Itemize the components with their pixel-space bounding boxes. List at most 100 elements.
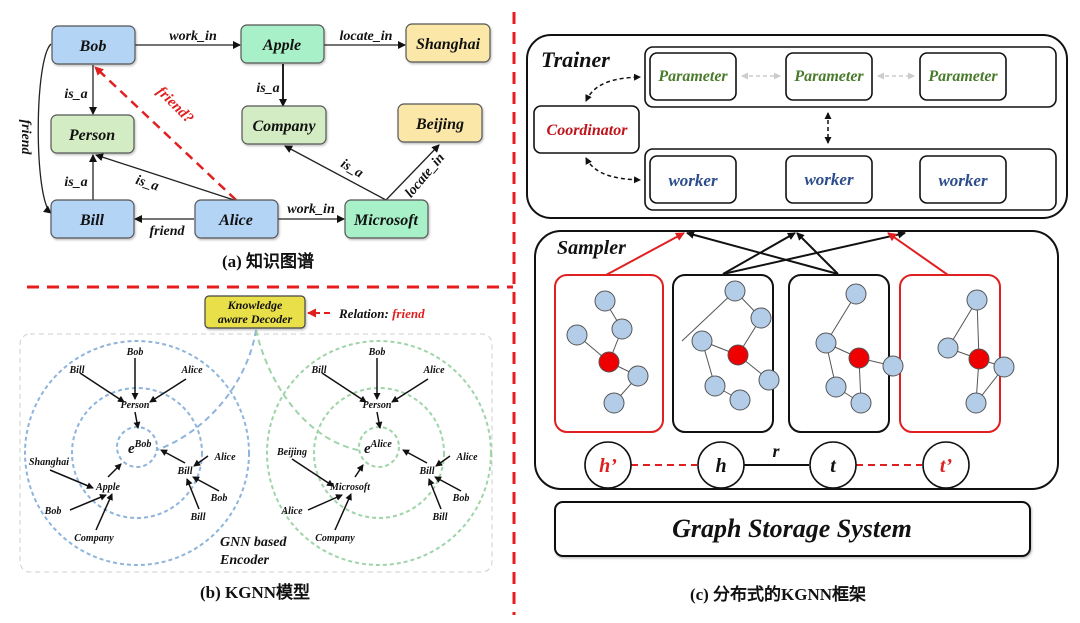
svg-text:Alice: Alice [422,365,445,376]
arrow-h-up-2 [722,230,906,275]
entity-t-neg: t’ [922,441,970,489]
right-middle-ring [313,387,445,519]
label-apple-shanghai: locate_in [340,29,393,44]
node-company: Company [241,105,327,145]
svg-text:Person: Person [363,400,392,411]
svg-text:Bill: Bill [189,512,205,523]
subgraph-h-graph [681,280,780,411]
label-alice-bob: friend? [153,84,196,127]
svg-text:Alice: Alice [218,212,253,229]
worker-group [644,148,1057,211]
node-alice: Alice [194,199,279,239]
panel-c-distributed-kgnn: Trainer Parameter Parameter Parameter wo… [526,34,1068,604]
svg-text:Alice: Alice [213,452,236,463]
label-bob-bill: friend [18,120,33,156]
entity-t: t [809,441,857,489]
left-center-embedding: eBob [128,439,151,457]
svg-text:Bill: Bill [310,365,326,376]
caption-b: (b) KGNN模型 [200,582,310,602]
svg-text:h: h [715,455,726,477]
label-bob-person: is_a [64,87,87,102]
label-microsoft-company: is_a [338,157,366,182]
svg-text:worker: worker [668,171,718,190]
svg-text:worker: worker [938,171,988,190]
svg-text:Bob: Bob [452,493,470,504]
svg-text:aware Decoder: aware Decoder [218,312,293,326]
caption-c: (c) 分布式的KGNN框架 [690,584,866,604]
parameter-server-2: Parameter [785,52,873,101]
label-bob-apple: work_in [169,29,217,44]
subgraph-t-graph [815,283,904,414]
right-outer-ring [266,340,492,566]
svg-text:Knowledge: Knowledge [227,298,283,312]
subgraph-t-neg-graph [937,289,1015,414]
svg-text:Shanghai: Shanghai [416,36,481,53]
svg-text:Company: Company [315,533,355,544]
svg-text:Parameter: Parameter [793,68,864,85]
svg-text:Coordinator: Coordinator [547,122,629,139]
svg-text:t: t [830,455,837,477]
node-microsoft: Microsoft [344,199,429,239]
svg-text:Parameter: Parameter [927,68,998,85]
edge-microsoft-company [284,145,387,201]
svg-text:Person: Person [121,400,150,411]
parameter-group [644,46,1057,108]
arrow-t-up-2 [796,232,839,275]
svg-text:Bill: Bill [79,212,105,229]
svg-text:Bill: Bill [68,365,84,376]
svg-text:Bill: Bill [418,466,434,477]
left-graph-labels: Bob Bill Alice Person Shanghai Apple Bob… [29,347,236,544]
relation-value: friend [392,306,425,321]
node-beijing: Beijing [397,103,483,143]
node-bob: Bob [51,25,136,65]
node-apple: Apple [240,24,325,64]
parameter-server-1: Parameter [649,52,737,101]
svg-text:Bill: Bill [431,512,447,523]
knowledge-aware-decoder: Knowledge aware Decoder [204,295,306,329]
sampler-title: Sampler [557,237,626,259]
coordinator: Coordinator [533,105,640,154]
left-outer-ring [24,340,250,566]
svg-text:Person: Person [68,127,115,144]
subgraph-h-neg-graph [566,290,649,414]
label-apple-company: is_a [256,81,279,96]
relation-label: Relation: friend [338,306,425,321]
encoder-label-line2: Encoder [219,553,270,568]
svg-text:Microsoft: Microsoft [353,212,419,229]
svg-text:worker: worker [804,170,854,189]
svg-text:Apple: Apple [262,37,301,54]
panel-a-knowledge-graph: work_in locate_in is_a is_a friend frien… [18,23,491,271]
svg-text:Bob: Bob [368,347,386,358]
decoder-link-left [156,329,257,451]
right-graph-labels: Bob Bill Alice Person Beijing Microsoft … [276,347,478,544]
entity-h-neg: h’ [584,441,632,489]
svg-text:Bob: Bob [126,347,144,358]
node-shanghai: Shanghai [405,23,491,63]
label-alice-bill: friend [150,224,186,239]
svg-text:Graph Storage System: Graph Storage System [672,514,912,543]
svg-text:Bob: Bob [44,506,62,517]
left-graph-edges [49,358,220,531]
right-center-embedding: eAlice [364,439,392,457]
graph-storage-system: Graph Storage System [554,501,1031,557]
right-graph-edges [291,358,462,531]
svg-text:Bob: Bob [79,38,107,55]
left-middle-ring [71,387,203,519]
label-bill-person: is_a [64,175,87,190]
entity-h: h [697,441,745,489]
coordinator-param-link [585,73,641,102]
svg-text:Parameter: Parameter [657,68,728,85]
arrow-hneg-up [605,232,685,276]
encoder-label-line1: GNN based [220,535,287,550]
svg-text:Apple: Apple [95,482,120,493]
svg-text:Bill: Bill [176,466,192,477]
worker-1: worker [649,155,737,204]
svg-text:t’: t’ [940,455,952,477]
label-alice-person: is_a [134,173,161,194]
arrow-t-up-1 [686,230,839,275]
edge-bob-bill-friend [37,43,52,214]
svg-text:Company: Company [74,533,114,544]
worker-2: worker [785,155,873,204]
panel-b-kgnn-model: Knowledge aware Decoder Relation: friend… [19,295,493,602]
edge-alice-person [95,153,235,201]
